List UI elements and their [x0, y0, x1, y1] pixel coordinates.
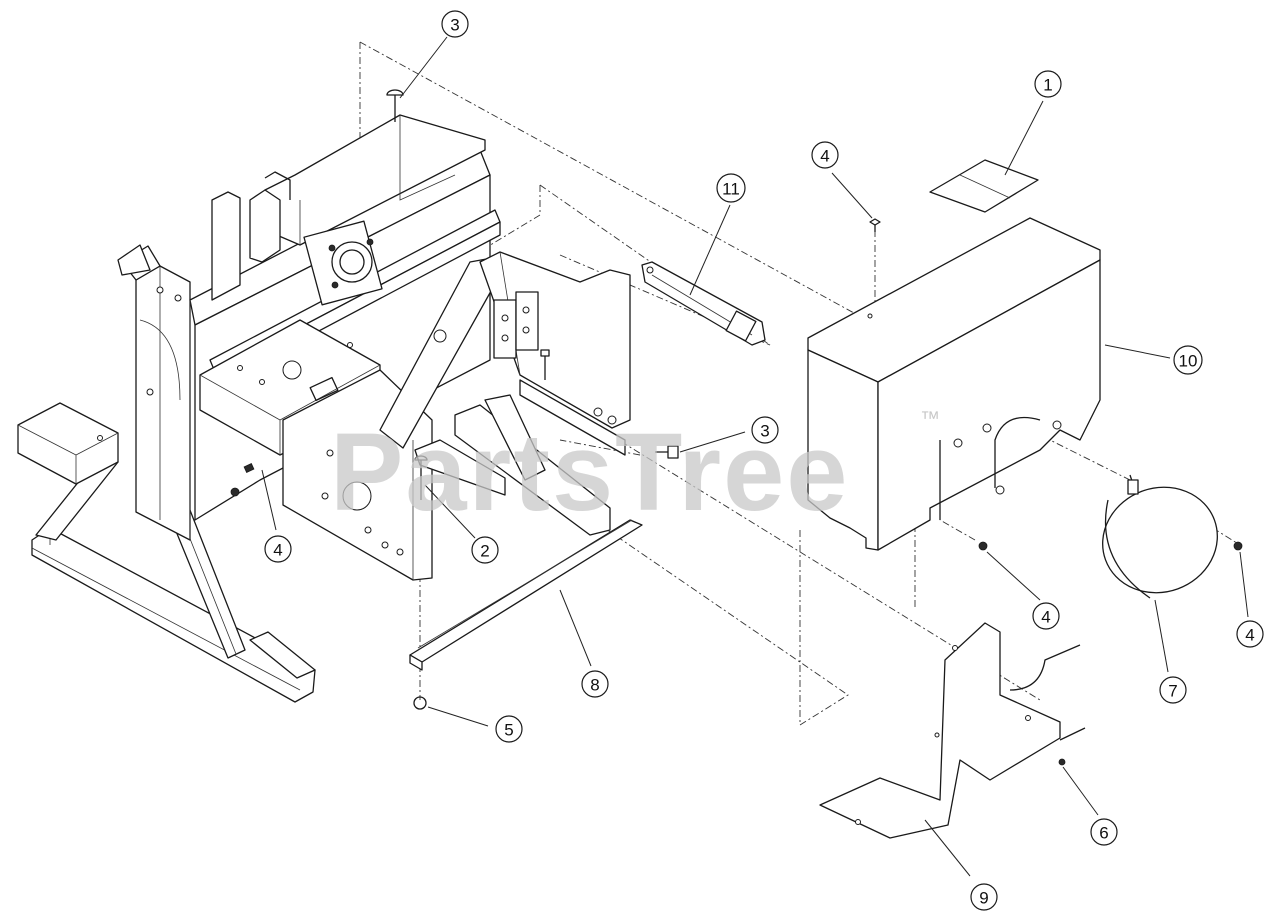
callout-5-label: 5	[504, 721, 513, 740]
callout-3-right: 3	[751, 416, 779, 444]
callout-8: 8	[581, 670, 609, 698]
callout-4-right-label: 4	[1245, 626, 1254, 645]
callout-6: 6	[1090, 818, 1118, 846]
callout-3-top: 3	[441, 10, 469, 38]
callout-2-label: 2	[480, 542, 489, 561]
leader-lines	[261, 36, 1249, 877]
part-8-angle-bar	[409, 519, 643, 671]
main-frame-weldment	[17, 89, 679, 710]
part-11-link-arm	[641, 261, 766, 346]
callout-4-top: 4	[811, 141, 839, 169]
callout-10-label: 10	[1179, 352, 1198, 371]
callout-8-label: 8	[590, 676, 599, 695]
callout-4-left: 4	[264, 535, 292, 563]
callout-6-label: 6	[1099, 824, 1108, 843]
callout-2: 2	[471, 536, 499, 564]
callout-11: 11	[716, 173, 746, 203]
part-1-decal	[929, 159, 1039, 213]
part-7-band-clamp	[1102, 474, 1218, 599]
callout-3-right-label: 3	[760, 422, 769, 441]
callout-1: 1	[1034, 70, 1062, 98]
callout-4-left-label: 4	[273, 541, 282, 560]
part-10-shroud-cover	[807, 217, 1101, 551]
partstree-watermark: PartsTree ™	[330, 408, 940, 534]
callout-1-label: 1	[1043, 76, 1052, 95]
callout-5: 5	[495, 715, 523, 743]
part-9-lower-shield	[819, 622, 1086, 839]
watermark-trademark: ™	[920, 408, 940, 430]
callout-10: 10	[1173, 345, 1203, 375]
callout-3-top-label: 3	[450, 16, 459, 35]
callout-9: 9	[970, 883, 998, 911]
callout-7-label: 7	[1168, 682, 1177, 701]
callout-4-right: 4	[1236, 620, 1264, 648]
fasteners	[869, 218, 1243, 766]
callout-7: 7	[1159, 676, 1187, 704]
callout-9-label: 9	[979, 889, 988, 908]
callout-4-top-label: 4	[820, 147, 829, 166]
callout-4-middle: 4	[1032, 602, 1060, 630]
callout-11-label: 11	[722, 180, 740, 199]
callout-4-middle-label: 4	[1041, 608, 1050, 627]
